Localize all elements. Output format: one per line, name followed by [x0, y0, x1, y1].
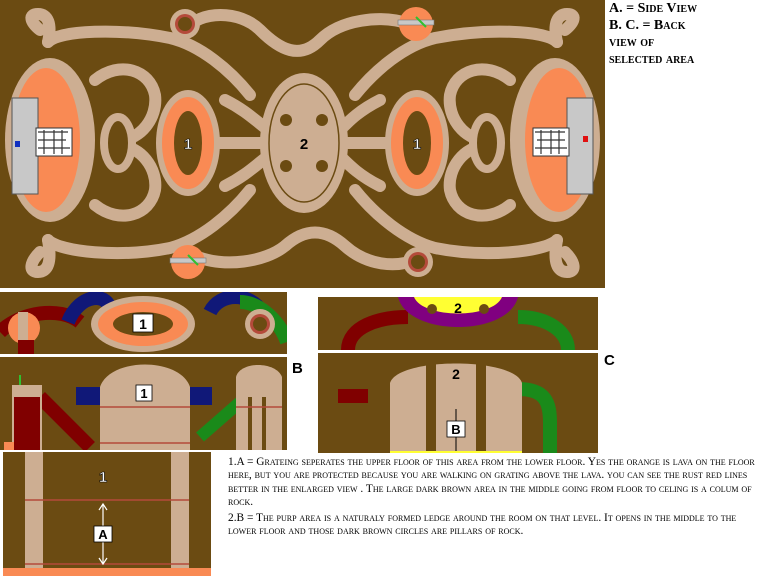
map-svg: 1 1 2	[0, 0, 605, 288]
right-small-oval	[469, 113, 505, 173]
view-c-back: 2 B	[318, 353, 598, 453]
walkway-inner-right-lower	[443, 140, 516, 222]
right-end-chamber	[510, 58, 600, 222]
legend: A. = Side View B. C. = Back view of sele…	[609, 0, 767, 68]
pillar	[316, 160, 328, 172]
view-a-marker: A	[98, 527, 108, 542]
legend-line-selected: selected area	[609, 52, 695, 67]
view-c-green-beam	[517, 382, 557, 453]
walkway-inner-left-upper	[89, 63, 162, 146]
left-blue-marker	[15, 141, 20, 147]
view-a-right-wall	[171, 452, 189, 576]
view-b-green-beam	[196, 397, 244, 442]
view-b-top: 1	[0, 292, 287, 354]
pillar	[280, 160, 292, 172]
center-chamber: 2	[260, 73, 348, 213]
center-chamber-label: 2	[300, 136, 308, 153]
left-small-oval	[100, 113, 136, 173]
top-down-map: 1 1 2	[0, 0, 605, 288]
left-ring-label: 1	[184, 136, 192, 153]
description-notes: 1.A = Grateing seperates the upper floor…	[228, 456, 764, 540]
view-a-left-wall	[25, 452, 43, 576]
view-b-bottom-label: 1	[140, 386, 147, 401]
view-a-top-label: 1	[99, 469, 107, 486]
right-lava-ring: 1	[385, 90, 449, 196]
walkway-bottom-left	[42, 184, 256, 260]
pillar	[280, 114, 292, 126]
walkway-corner-tr	[549, 7, 580, 48]
walkway-corner-tl	[25, 7, 56, 48]
view-b-letter: B	[292, 360, 303, 377]
left-end-chamber	[5, 58, 95, 222]
walkway-inner-left-lower	[89, 140, 162, 222]
legend-line-view-of: view of	[609, 35, 655, 50]
top-ring-room	[170, 9, 200, 39]
right-red-marker	[583, 136, 588, 142]
walkway-corner-bl	[25, 234, 56, 279]
bottom-ring-room	[403, 247, 433, 277]
legend-line-back: B. C. = Back	[609, 18, 686, 33]
view-c-maroon-path	[341, 310, 409, 350]
view-c-top: 2	[318, 297, 598, 350]
view-a-side: 1 A	[3, 452, 211, 576]
walkway-top-arch	[179, 9, 416, 57]
view-c-green-path	[517, 310, 575, 350]
view-a-lava-floor	[3, 568, 211, 576]
bottom-lava-room	[169, 245, 207, 279]
pillar	[316, 114, 328, 126]
right-ring-label: 1	[413, 136, 421, 153]
view-c-bottom-label: 2	[452, 366, 460, 382]
note-ledge: 2.B = The purp area is a naturaly formed…	[228, 511, 737, 538]
walkway-corner-br	[549, 234, 580, 279]
walkway-bottom-right	[349, 184, 563, 260]
view-c-letter: C	[604, 352, 615, 369]
top-lava-room	[397, 7, 435, 41]
walkway-top-left	[42, 25, 256, 101]
view-b-back: 1	[0, 357, 287, 450]
left-lava-ring: 1	[156, 90, 220, 196]
view-b-maroon-beam	[35, 392, 95, 450]
walkway-top-right	[349, 25, 563, 101]
view-b-top-label: 1	[139, 316, 147, 332]
view-c-main-chamber	[390, 363, 522, 453]
right-grate-floor	[566, 97, 594, 195]
walkway-bottom-arch	[189, 226, 426, 271]
walkway-inner-right-upper	[443, 63, 516, 146]
view-b-navy-block	[76, 387, 102, 405]
legend-line-side-view: A. = Side View	[609, 1, 698, 16]
note-grating: 1.A = Grateing seperates the upper floor…	[228, 456, 755, 509]
view-c-top-label: 2	[454, 300, 462, 316]
view-c-maroon-block	[338, 389, 368, 403]
view-c-marker: B	[451, 422, 460, 437]
